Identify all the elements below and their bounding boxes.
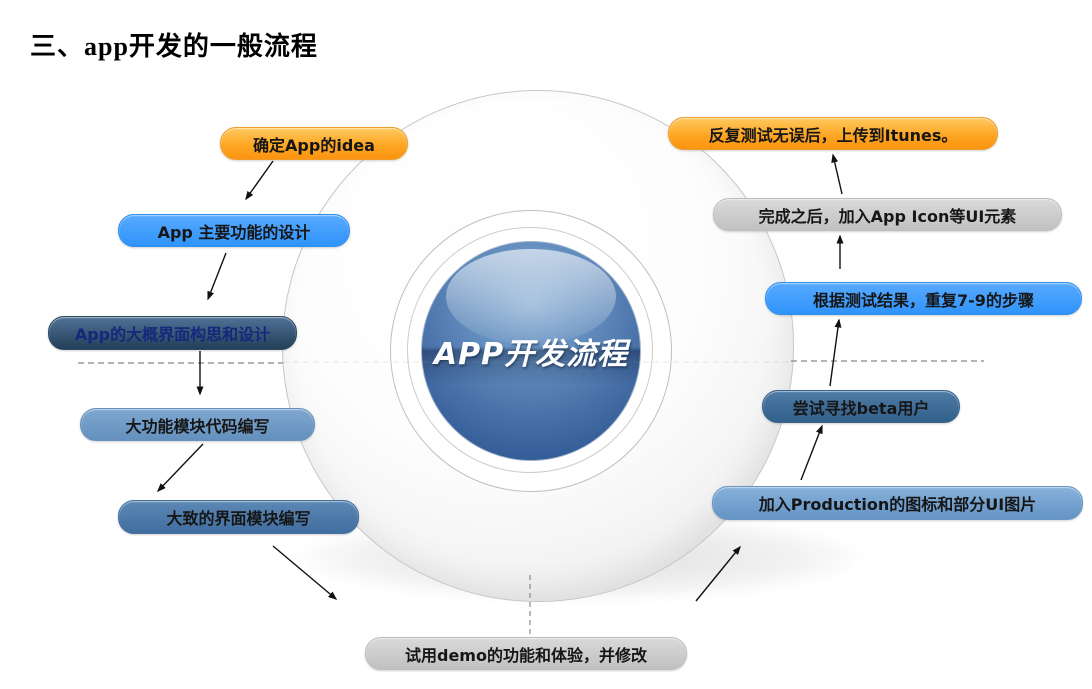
flow-step-6-pill: 试用demo的功能和体验，并修改 [365,637,687,670]
flow-arrow-7 [800,424,823,481]
flow-step-8-label: 尝试寻找beta用户 [792,398,930,418]
flow-step-9-label: 根据测试结果，重复7-9的步骤 [813,290,1034,310]
flow-arrow-10 [831,153,843,195]
flow-step-5-label: 大致的界面模块编写 [166,509,311,528]
flow-step-10-pill: 完成之后，加入App Icon等UI元素 [713,198,1062,231]
flow-step-9-pill: 根据测试结果，重复7-9的步骤 [765,282,1082,315]
flow-step-7-label: 加入Production的图标和部分UI图片 [758,495,1037,514]
flow-arrow-2 [207,252,227,301]
flow-step-10-label: 完成之后，加入App Icon等UI元素 [758,206,1017,226]
flow-step-2-label: App 主要功能的设计 [157,222,311,242]
flow-arrow-8 [829,318,842,387]
flow-step-1-pill: 确定App的idea [220,127,408,160]
center-sphere: APP开发流程 [421,241,641,461]
flow-step-11-pill: 反复测试无误后，上传到Itunes。 [668,117,998,150]
flow-arrow-1 [245,160,274,201]
flow-step-1-label: 确定App的idea [253,135,375,155]
page-title: 三、app开发的一般流程 [30,32,318,61]
flow-step-5-pill: 大致的界面模块编写 [118,500,359,534]
flow-step-3-pill: App的大概界面构思和设计 [48,316,297,350]
flow-step-8-pill: 尝试寻找beta用户 [762,390,960,423]
flow-step-11-label: 反复测试无误后，上传到Itunes。 [708,125,958,145]
center-label: APP开发流程 [433,337,629,372]
flow-step-7-pill: 加入Production的图标和部分UI图片 [712,486,1083,520]
flow-step-2-pill: App 主要功能的设计 [118,214,350,247]
flow-arrow-4 [156,443,204,493]
flow-step-4-pill: 大功能模块代码编写 [80,408,315,441]
flow-step-6-label: 试用demo的功能和体验，并修改 [405,645,647,665]
flow-step-3-label: App的大概界面构思和设计 [74,325,271,344]
flow-step-4-label: 大功能模块代码编写 [125,416,270,436]
